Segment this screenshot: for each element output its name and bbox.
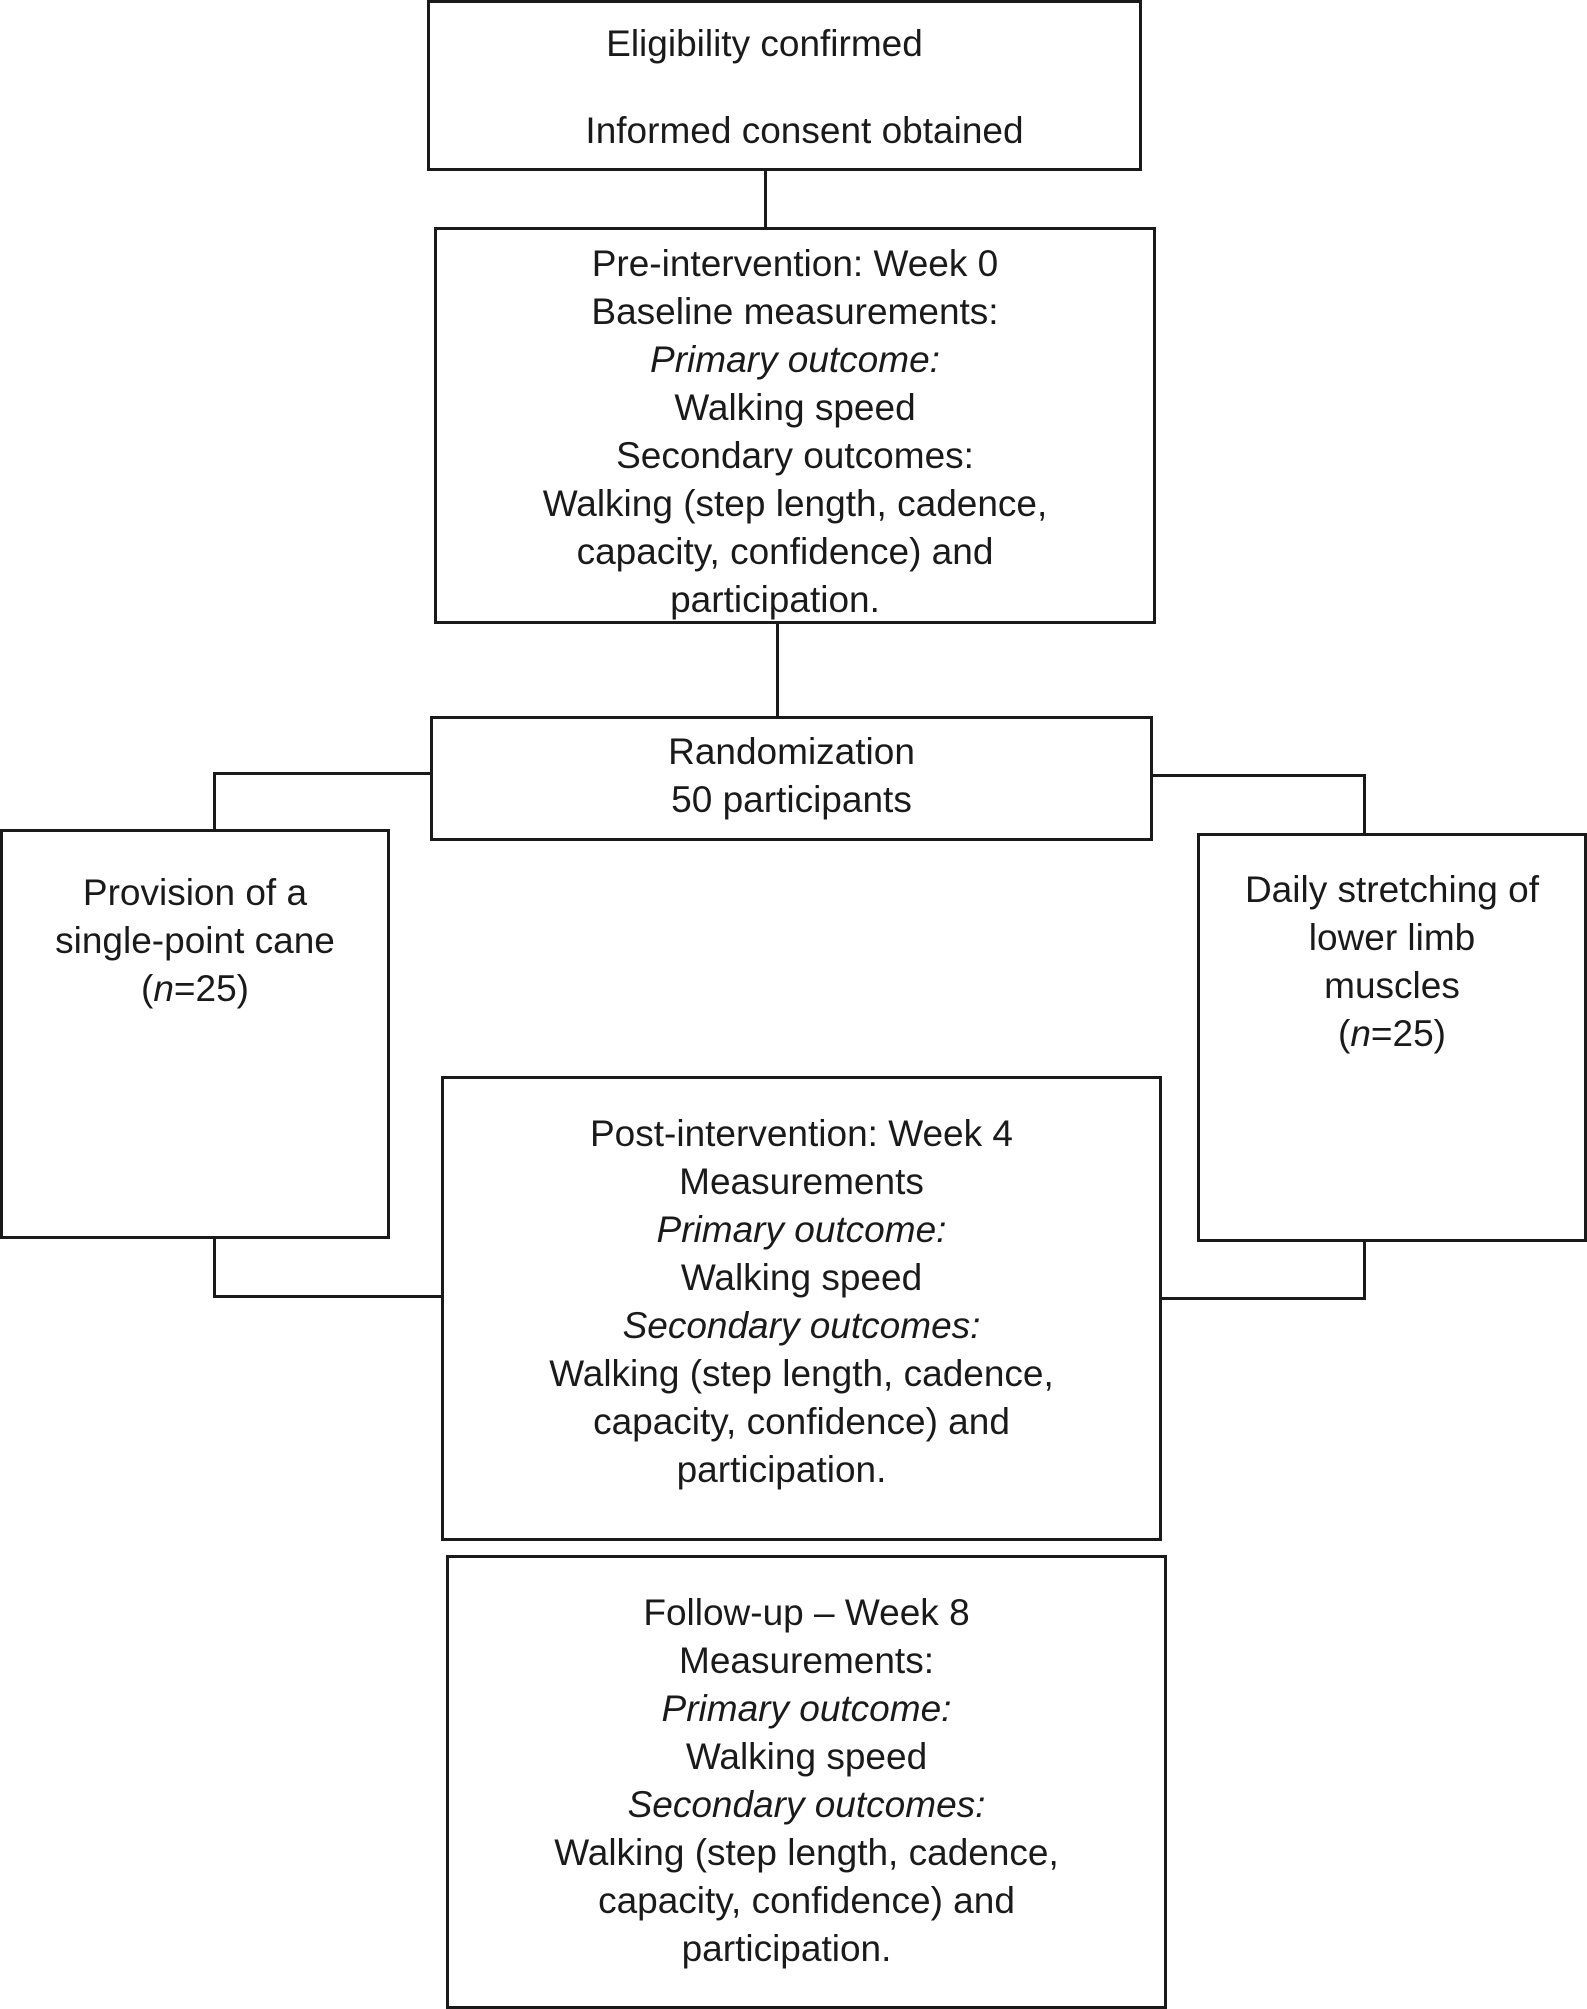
randomization-count: 50 participants — [671, 779, 912, 820]
pre-line-2: Baseline measurements: — [591, 291, 999, 332]
informed-consent-text: Informed consent obtained — [585, 110, 1024, 151]
connector-eligibility-to-pre — [764, 168, 767, 227]
pre-line-4: Walking speed — [674, 387, 916, 428]
connector-randomization-left-v — [213, 772, 216, 831]
cane-arm-box: Provision of a single-point cane (n=25) — [0, 829, 390, 1239]
followup-line-6: Walking (step length, cadence, — [554, 1832, 1059, 1873]
pre-line-5: Secondary outcomes: — [616, 435, 974, 476]
stretch-sample-size: (n=25) — [1338, 1013, 1446, 1054]
cane-line-1: Provision of a — [82, 872, 308, 913]
post-line-3: Primary outcome: — [656, 1209, 947, 1250]
connector-cane-down — [213, 1236, 216, 1298]
cane-sample-size: (n=25) — [141, 968, 249, 1009]
stretch-line-3: muscles — [1324, 965, 1460, 1006]
followup-line-1: Follow-up – Week 8 — [643, 1592, 970, 1633]
follow-up-box: Follow-up – Week 8 Measurements: Primary… — [446, 1555, 1167, 2009]
followup-line-3: Primary outcome: — [661, 1688, 952, 1729]
followup-line-5: Secondary outcomes: — [627, 1784, 986, 1825]
pre-intervention-box: Pre-intervention: Week 0 Baseline measur… — [434, 227, 1156, 624]
stretch-line-2: lower limb — [1308, 917, 1476, 958]
post-line-2: Measurements — [679, 1161, 924, 1202]
post-line-1: Post-intervention: Week 4 — [590, 1113, 1013, 1154]
post-line-4: Walking speed — [680, 1257, 923, 1298]
pre-line-3: Primary outcome: — [650, 339, 940, 380]
pre-line-1: Pre-intervention: Week 0 — [591, 243, 999, 284]
followup-line-2: Measurements: — [679, 1640, 934, 1681]
followup-line-8: participation. — [681, 1928, 892, 1969]
stretching-arm-box: Daily stretching of lower limb muscles (… — [1197, 833, 1587, 1242]
post-line-7: capacity, confidence) and — [593, 1401, 1010, 1442]
connector-stretch-to-post — [1160, 1297, 1366, 1300]
stretch-line-1: Daily stretching of — [1244, 869, 1540, 910]
connector-randomization-right-h — [1151, 774, 1366, 777]
eligibility-box: Eligibility confirmed Informed consent o… — [427, 0, 1142, 171]
connector-randomization-left-h — [213, 772, 432, 775]
post-intervention-box: Post-intervention: Week 4 Measurements P… — [441, 1076, 1162, 1541]
connector-pre-to-randomization — [776, 624, 779, 718]
randomization-label: Randomization — [668, 731, 915, 772]
connector-randomization-right-v — [1363, 774, 1366, 835]
randomization-box: Randomization 50 participants — [430, 716, 1153, 841]
connector-cane-to-post — [213, 1295, 443, 1298]
eligibility-confirmed-text: Eligibility confirmed — [606, 23, 923, 64]
connector-stretch-down — [1363, 1239, 1366, 1300]
post-line-8: participation. — [676, 1449, 887, 1490]
cane-line-2: single-point cane — [55, 920, 335, 961]
followup-line-7: capacity, confidence) and — [598, 1880, 1015, 1921]
followup-line-4: Walking speed — [685, 1736, 928, 1777]
pre-line-8: participation. — [670, 579, 880, 620]
pre-line-6: Walking (step length, cadence, — [542, 483, 1048, 524]
pre-line-7: capacity, confidence) and — [576, 531, 994, 572]
post-line-5: Secondary outcomes: — [622, 1305, 981, 1346]
post-line-6: Walking (step length, cadence, — [549, 1353, 1054, 1394]
